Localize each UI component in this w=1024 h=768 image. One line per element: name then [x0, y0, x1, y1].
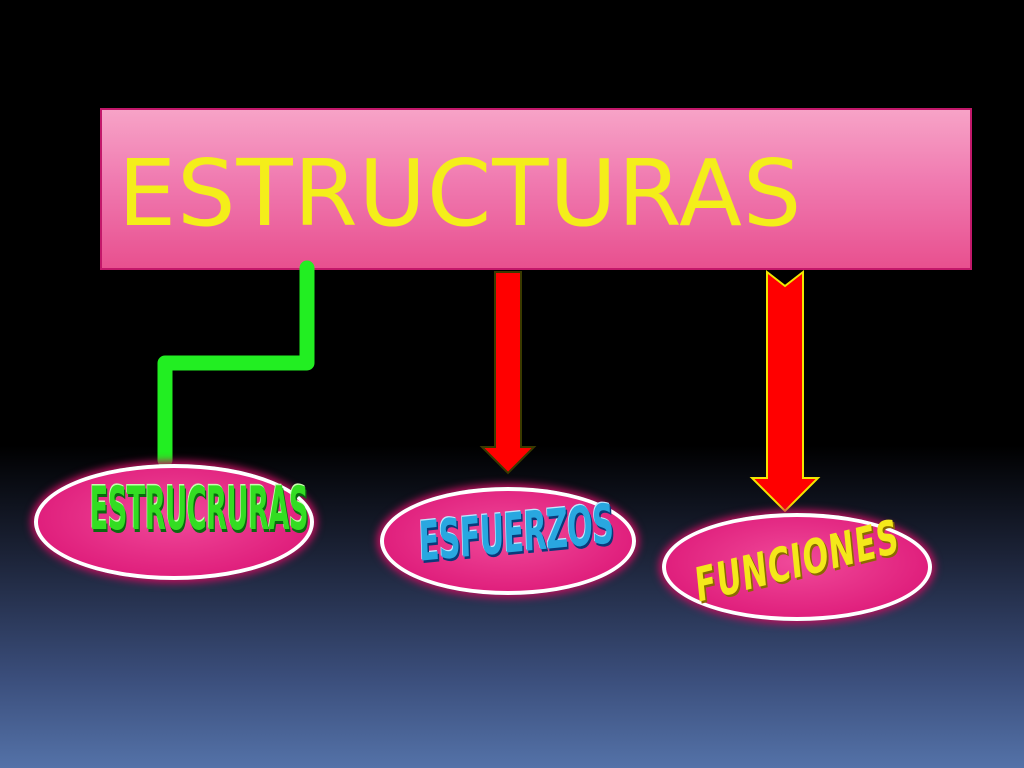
oval-node-esfuerzos: ESFUERZOS [380, 487, 636, 595]
oval-node-funciones: FUNCIONES [662, 509, 932, 621]
oval-node-estrucruras: ESTRUCRURAS [34, 464, 314, 580]
oval-label-esfuerzos: ESFUERZOS [417, 491, 615, 574]
title-text: ESTRUCTURAS [118, 140, 803, 247]
green-connector-line [157, 260, 315, 468]
oval-label-funciones: FUNCIONES [692, 508, 902, 614]
title-box: ESTRUCTURAS [100, 108, 972, 270]
red-arrow-down-1 [479, 271, 537, 475]
oval-label-estrucruras: ESTRUCRURAS [89, 475, 309, 544]
red-arrow-down-2 [749, 269, 821, 513]
